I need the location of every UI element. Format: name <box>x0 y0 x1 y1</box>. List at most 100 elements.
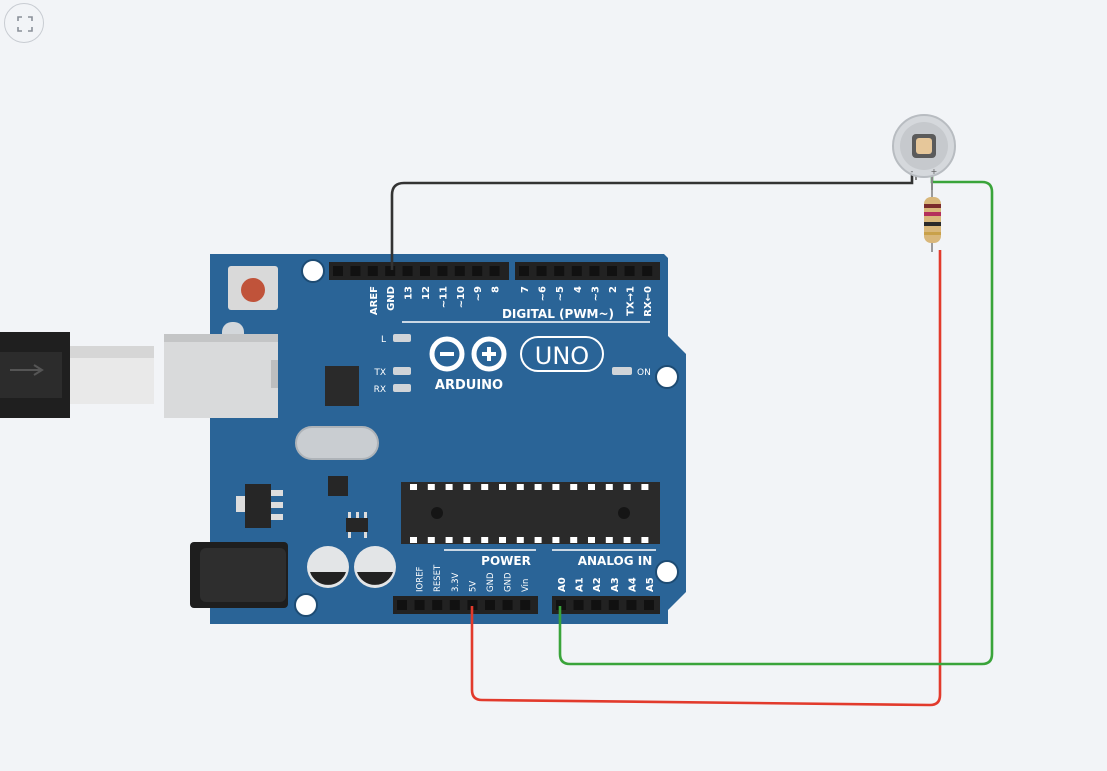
led-l-label: L <box>381 335 386 345</box>
pin-socket[interactable] <box>472 266 483 276</box>
pin-socket[interactable] <box>385 266 396 276</box>
pin-socket[interactable] <box>402 266 413 276</box>
pin-socket[interactable] <box>489 266 500 276</box>
resistor[interactable] <box>924 190 941 252</box>
pin-socket[interactable] <box>608 600 619 610</box>
mounting-hole <box>655 560 679 584</box>
digital-pin-label: ~9 <box>473 286 484 301</box>
analog-header <box>552 596 660 614</box>
digital-pin-label: RX←0 <box>643 286 654 317</box>
voltage-regulator <box>236 484 283 528</box>
power-pin-label: IOREF <box>416 567 426 592</box>
pin-socket[interactable] <box>520 600 531 610</box>
power-jack <box>190 542 288 608</box>
usb-cable[interactable] <box>0 332 154 418</box>
digital-pin-label: ~6 <box>538 286 549 301</box>
led-l <box>393 334 411 342</box>
digital-pin-label: AREF <box>369 286 380 315</box>
digital-pin-label: GND <box>386 286 397 311</box>
power-pin-label: RESET <box>433 564 443 592</box>
small-ic <box>328 476 348 496</box>
mounting-hole <box>655 365 679 389</box>
wire-red-5v[interactable] <box>470 250 942 707</box>
crystal-oscillator <box>295 426 379 460</box>
led-tx <box>393 367 411 375</box>
board-model: UNO <box>535 342 589 370</box>
digital-pin-label: 12 <box>421 286 432 300</box>
analog-pin-label: A0 <box>557 577 568 592</box>
wire-black-gnd[interactable] <box>390 170 914 270</box>
power-pin-label: 5V <box>468 581 478 592</box>
usb-icon <box>10 364 44 376</box>
pin-socket[interactable] <box>432 600 443 610</box>
board-name: ARDUINO <box>435 378 503 393</box>
light-sensor[interactable]: - + <box>892 114 956 200</box>
fit-to-screen-icon <box>17 16 33 32</box>
pin-socket[interactable] <box>367 266 378 276</box>
reset-button[interactable] <box>228 266 278 310</box>
pin-socket[interactable] <box>350 266 361 276</box>
pin-socket[interactable] <box>449 600 460 610</box>
power-pin-label: GND <box>504 572 514 592</box>
pin-socket[interactable] <box>571 266 582 276</box>
power-header <box>393 596 538 614</box>
pin-socket[interactable] <box>454 266 465 276</box>
analog-header-label: ANALOG IN <box>578 554 653 568</box>
digital-pin-label: TX→1 <box>626 286 637 316</box>
pin-socket[interactable] <box>485 600 495 610</box>
digital-pin-label: ~3 <box>590 286 601 301</box>
pin-socket[interactable] <box>573 600 584 610</box>
pin-socket[interactable] <box>502 600 513 610</box>
digital-pin-label: ~10 <box>456 286 467 308</box>
pin-socket[interactable] <box>556 600 566 610</box>
led-rx-label: RX <box>374 385 386 395</box>
led-tx-label: TX <box>373 368 386 378</box>
digital-pin-label: 13 <box>404 286 415 300</box>
pin-socket[interactable] <box>397 600 407 610</box>
pin-socket[interactable] <box>607 266 617 276</box>
pin-socket[interactable] <box>437 266 448 276</box>
arduino-logo <box>429 336 507 372</box>
digital-pin-label: ~5 <box>555 286 566 301</box>
pin-socket[interactable] <box>467 600 478 610</box>
pin-socket[interactable] <box>589 266 600 276</box>
pin-socket[interactable] <box>591 600 602 610</box>
pin-socket[interactable] <box>420 266 430 276</box>
pin-socket[interactable] <box>333 266 343 276</box>
analog-pin-label: A1 <box>575 577 586 592</box>
wire-green-a0[interactable] <box>558 170 994 666</box>
pin-socket[interactable] <box>626 600 637 610</box>
usb-chip <box>325 366 359 406</box>
pin-socket[interactable] <box>642 266 653 276</box>
digital-pin-label: 7 <box>520 286 531 293</box>
pin-socket[interactable] <box>519 266 529 276</box>
transistor <box>346 512 368 538</box>
atmega-microcontroller <box>401 482 660 544</box>
analog-pin-label: A2 <box>592 577 603 592</box>
sensor-minus-label: - <box>911 167 914 176</box>
pin-socket[interactable] <box>554 266 565 276</box>
sensor-plus-label: + <box>931 167 938 176</box>
fit-to-screen-button[interactable] <box>4 3 44 43</box>
analog-pin-label: A4 <box>627 577 638 592</box>
power-pin-label: Vin <box>521 579 531 592</box>
power-pin-label: 3.3V <box>451 572 461 592</box>
pin-socket[interactable] <box>414 600 425 610</box>
power-pin-labels: IOREF RESET 3.3V 5V GND GND Vin <box>416 564 532 592</box>
pin-socket[interactable] <box>644 600 654 610</box>
digital-header <box>329 262 660 280</box>
analog-pin-label: A3 <box>610 577 621 592</box>
digital-pin-label: 2 <box>608 286 619 293</box>
mounting-hole <box>294 593 318 617</box>
pin-socket[interactable] <box>624 266 635 276</box>
pin-socket[interactable] <box>536 266 547 276</box>
led-on <box>612 367 632 375</box>
power-pin-label: GND <box>486 572 496 592</box>
digital-header-label: DIGITAL (PWM~) <box>502 307 614 321</box>
power-header-label: POWER <box>481 554 531 568</box>
on-label: ON <box>637 368 651 378</box>
